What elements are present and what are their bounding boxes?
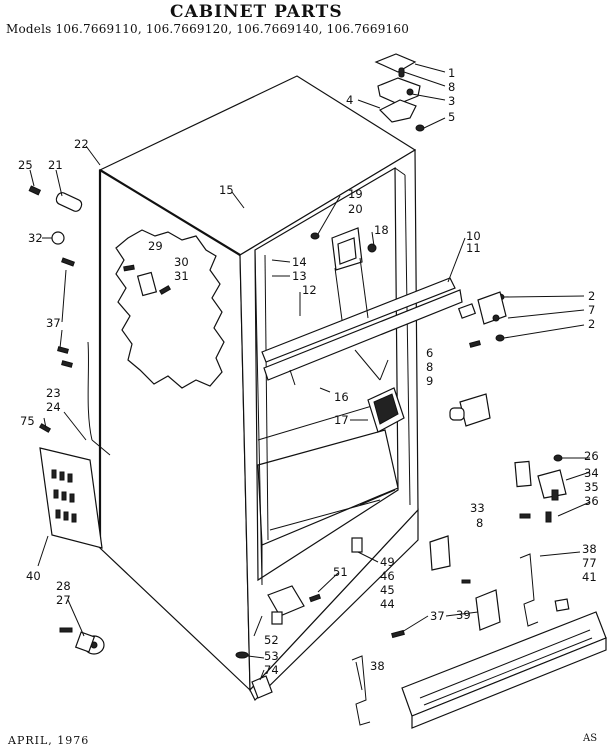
callout: 8: [426, 360, 433, 374]
callout: 38: [582, 542, 597, 556]
callout: 45: [380, 583, 395, 597]
callout: 46: [380, 569, 395, 583]
revision-date: APRIL, 1976: [8, 734, 90, 747]
callout: 11: [466, 241, 481, 255]
callout: 8: [448, 80, 455, 94]
callout: 25: [18, 158, 33, 172]
callout-numbers: 1 8 3 4 5 22 25 21 15 19 20 18 10 11 32 …: [18, 66, 599, 677]
center-hinge-assembly: [449, 291, 507, 427]
callout: 7: [588, 303, 595, 317]
callout: 53: [264, 649, 279, 663]
callout: 12: [302, 283, 317, 297]
leader-lines: [29, 63, 591, 681]
callout: 14: [292, 255, 307, 269]
insulation-cutaway: [115, 229, 225, 389]
callout: 17: [334, 413, 349, 427]
callout: 2: [588, 289, 595, 303]
callout: 29: [148, 239, 163, 253]
callout: 23: [46, 386, 61, 400]
callout: 15: [219, 183, 234, 197]
callout: 2: [588, 317, 595, 331]
callout: 40: [26, 569, 41, 583]
callout: 74: [264, 663, 279, 677]
callout: 33: [470, 501, 485, 515]
callout: 37: [46, 316, 61, 330]
roller-assembly: [59, 627, 105, 655]
top-hinge-assembly: [374, 53, 425, 132]
left-side-parts: [28, 185, 111, 549]
drawing-code: AS: [583, 733, 598, 744]
callout: 28: [56, 579, 71, 593]
callout: 51: [333, 565, 348, 579]
callout: 3: [448, 94, 455, 108]
callout: 37: [430, 609, 445, 623]
center-bracket: [354, 349, 405, 433]
callout: 4: [346, 93, 353, 107]
callout: 24: [46, 400, 61, 414]
callout: 77: [582, 556, 597, 570]
plate-slots: [51, 469, 77, 523]
callout: 1: [448, 66, 455, 80]
callout: 31: [174, 269, 189, 283]
callout: 75: [20, 414, 35, 428]
callout: 36: [584, 494, 599, 508]
callout: 30: [174, 255, 189, 269]
callout: 16: [334, 390, 349, 404]
callout: 38: [370, 659, 385, 673]
callout: 8: [476, 516, 483, 530]
lower-hinge-assembly: [514, 454, 567, 523]
callout: 32: [28, 231, 43, 245]
divider-rails: [261, 277, 463, 386]
callout: 10: [466, 229, 481, 243]
callout: 13: [292, 269, 307, 283]
callout: 44: [380, 597, 395, 611]
callout: 49: [380, 555, 395, 569]
bottom-parts: [235, 535, 607, 729]
model-numbers: Models 106.7669110, 106.7669120, 106.766…: [6, 22, 410, 36]
callout: 41: [582, 570, 597, 584]
callout: 52: [264, 633, 279, 647]
callout: 34: [584, 466, 599, 480]
callout: 6: [426, 346, 433, 360]
callout: 18: [374, 223, 389, 237]
callout-39: 39: [456, 608, 471, 622]
callout: 21: [48, 158, 63, 172]
callout: 19: [348, 187, 363, 201]
callout: 22: [74, 137, 89, 151]
callout: 27: [56, 593, 71, 607]
callout: 9: [426, 374, 433, 388]
upper-liner-bracket: [310, 227, 377, 321]
cabinet-body: [98, 75, 419, 702]
callout: 35: [584, 480, 599, 494]
callout: 26: [584, 449, 599, 463]
callout: 20: [348, 202, 363, 216]
page-title: CABINET PARTS: [170, 2, 343, 22]
callout: 5: [448, 110, 455, 124]
